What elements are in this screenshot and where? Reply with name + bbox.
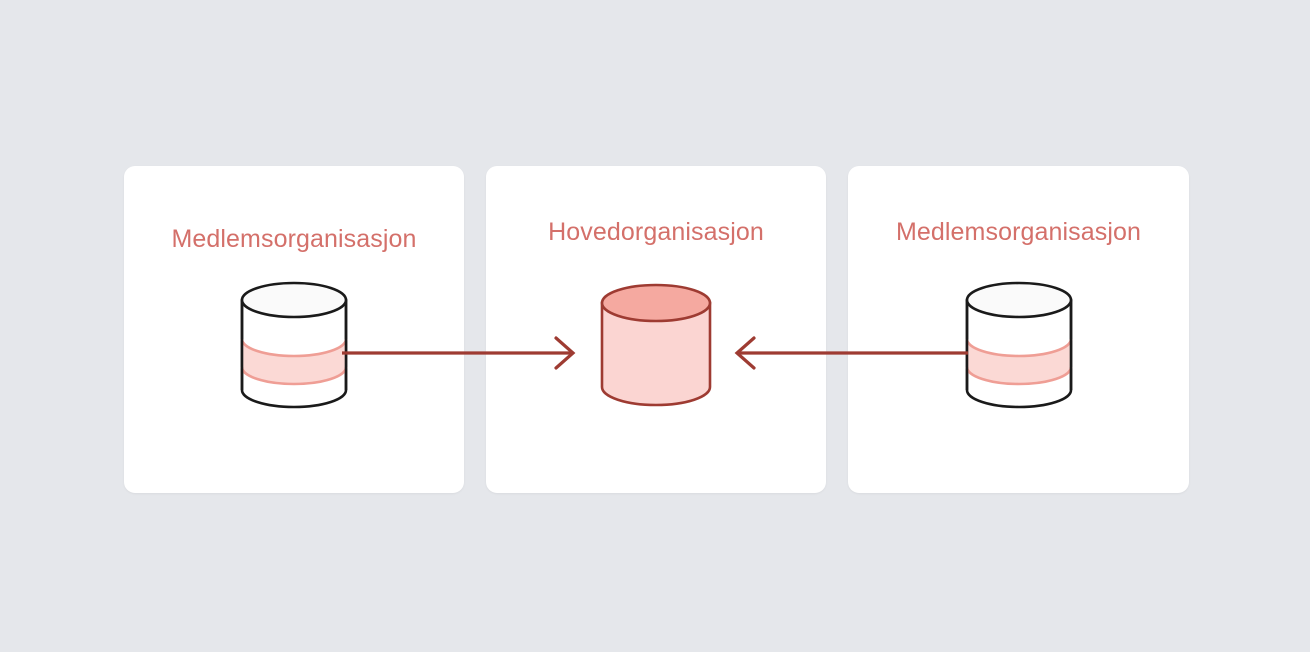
card-member-organization-left[interactable]: Medlemsorganisasjon: [124, 166, 464, 493]
liquid-band-fill: [966, 339, 1071, 384]
database-cylinder-icon: [240, 281, 348, 409]
database-top-ellipse: [240, 281, 348, 319]
card-member-organization-right[interactable]: Medlemsorganisasjon: [848, 166, 1189, 493]
database-top-ellipse: [965, 281, 1072, 319]
card-main-organization[interactable]: Hovedorganisasjon: [486, 166, 826, 493]
database-icon-wrap-left: [124, 281, 464, 409]
liquid-band-top-arc: [240, 338, 348, 358]
database-cylinder-icon: [600, 283, 712, 407]
liquid-band-bottom-arc: [965, 366, 1072, 386]
database-icon-wrap-center: [486, 281, 826, 409]
database-top-ellipse: [600, 283, 712, 323]
database-body: [600, 301, 712, 407]
liquid-band-fill: [242, 339, 346, 384]
liquid-band-top-arc: [965, 338, 1072, 358]
card-title-main-organization: Hovedorganisasjon: [548, 218, 764, 246]
database-cylinder-icon: [965, 281, 1072, 409]
liquid-band-bottom-arc: [240, 366, 348, 386]
card-title-member-organization-left: Medlemsorganisasjon: [171, 225, 417, 253]
database-icon-wrap-right: [848, 281, 1189, 409]
card-title-member-organization-right: Medlemsorganisasjon: [895, 218, 1142, 246]
